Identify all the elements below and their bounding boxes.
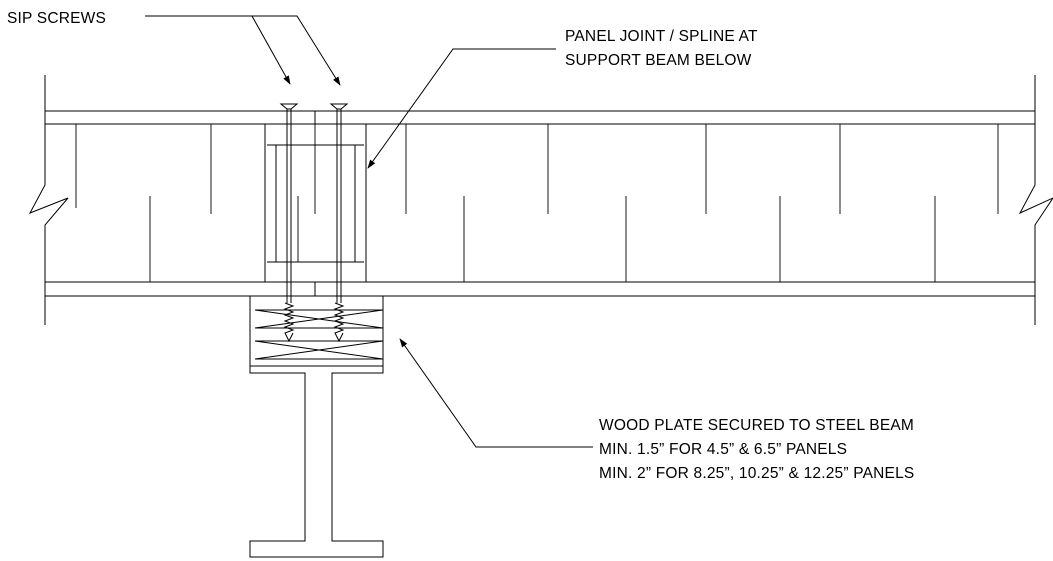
bottom-osb-skin — [45, 281, 1035, 297]
wood-plate — [249, 295, 384, 367]
top-osb-skin — [45, 110, 1035, 125]
label-wood-plate-line2: MIN. 1.5” FOR 4.5” & 6.5” PANELS — [599, 441, 847, 458]
label-wood-plate-line1: WOOD PLATE SECURED TO STEEL BEAM — [599, 417, 914, 434]
steel-i-beam — [249, 365, 384, 558]
break-line-left — [28, 75, 69, 325]
spline-joint — [264, 111, 367, 296]
sip-screw-right — [329, 103, 349, 343]
label-wood-plate-line3: MIN. 2” FOR 8.25”, 10.25” & 12.25” PANEL… — [599, 465, 914, 482]
leader-sip-screws — [145, 15, 341, 86]
label-sip-screws: SIP SCREWS — [7, 10, 106, 27]
foam-core-hatch — [75, 124, 999, 282]
sip-screw-left — [279, 103, 299, 343]
leader-wood-plate — [399, 338, 593, 448]
label-panel-joint-line2: SUPPORT BEAM BELOW — [565, 52, 752, 69]
break-line-right — [1018, 75, 1053, 325]
label-panel-joint-line1: PANEL JOINT / SPLINE AT — [565, 28, 758, 45]
leader-panel-joint — [367, 48, 556, 169]
